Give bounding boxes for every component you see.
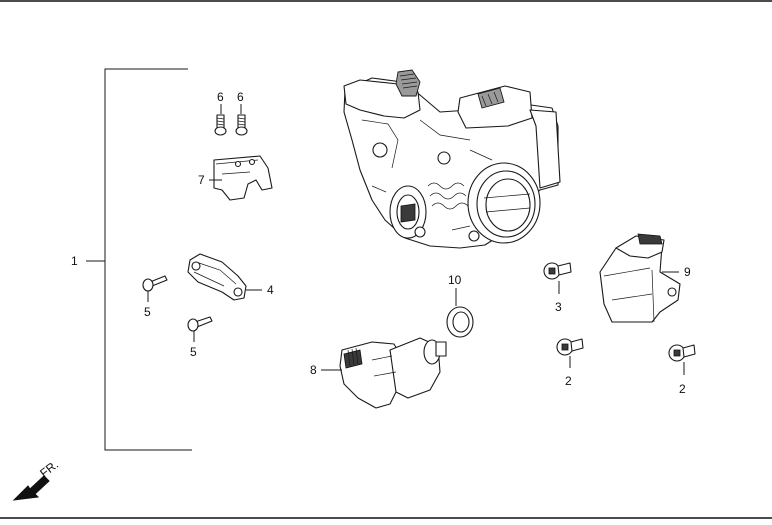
- plate-part-4[interactable]: [187, 253, 247, 301]
- callout-2a[interactable]: 2: [565, 374, 572, 388]
- sensor-module-part-9[interactable]: [599, 233, 681, 323]
- screw-part-3[interactable]: [543, 262, 572, 280]
- callout-2b[interactable]: 2: [679, 382, 686, 396]
- front-direction-label: FR.: [37, 457, 61, 480]
- callout-9[interactable]: 9: [684, 265, 691, 279]
- throttle-body-part[interactable]: [343, 69, 561, 249]
- actuator-part-8[interactable]: [339, 337, 447, 409]
- callout-1[interactable]: 1: [71, 254, 78, 268]
- callout-5b[interactable]: 5: [190, 345, 197, 359]
- callout-6a[interactable]: 6: [217, 90, 224, 104]
- callout-4[interactable]: 4: [267, 283, 274, 297]
- assembly-bracket: [86, 68, 192, 451]
- screw-part-5b[interactable]: [187, 316, 213, 332]
- front-direction-arrow-icon: [12, 475, 50, 501]
- callout-10[interactable]: 10: [448, 273, 462, 287]
- screw-part-6a[interactable]: [214, 114, 227, 136]
- screw-part-2b[interactable]: [668, 344, 696, 362]
- screw-part-2a[interactable]: [556, 338, 584, 356]
- callout-8[interactable]: 8: [310, 363, 317, 377]
- callout-7[interactable]: 7: [198, 173, 205, 187]
- callout-6b[interactable]: 6: [237, 90, 244, 104]
- bracket-part-7[interactable]: [213, 155, 273, 201]
- o-ring-part-10[interactable]: [446, 306, 474, 338]
- callout-5a[interactable]: 5: [144, 305, 151, 319]
- screw-part-6b[interactable]: [235, 114, 248, 136]
- screw-part-5a[interactable]: [142, 275, 168, 292]
- callout-3[interactable]: 3: [555, 300, 562, 314]
